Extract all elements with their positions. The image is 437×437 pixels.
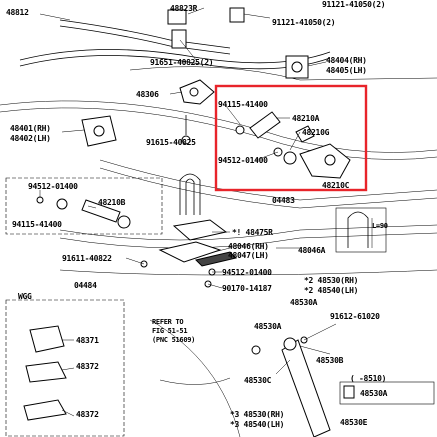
label-91651: 91651-40825(2)	[150, 58, 214, 67]
label-48047LH: 48047(LH)	[228, 251, 269, 260]
label-48530C: 48530C	[244, 376, 272, 385]
label-94512-box: 94512-01400	[218, 156, 268, 165]
label-refer-2: FIG 51-51	[152, 327, 188, 335]
label-48210C: 48210C	[322, 181, 350, 190]
label-48475R: *! 48475R	[232, 228, 273, 237]
label-91611: 91611-40822	[62, 254, 112, 263]
label-48046A: 48046A	[298, 246, 326, 255]
label-94115-left: 94115-41400	[12, 220, 62, 229]
label-91121-top: 91121-41050(2)	[322, 0, 386, 9]
label-48210B: 48210B	[98, 198, 126, 207]
label-48530A-top: 48530A	[290, 298, 318, 307]
label-48372-a: 48372	[76, 362, 99, 371]
label-48530E: 48530E	[340, 418, 368, 427]
label-94512-mid: 94512-01400	[222, 268, 272, 277]
label-length-90: L=90	[372, 222, 388, 230]
label-refer-1: REFER TO	[152, 318, 184, 326]
label-48404: 48404(RH)	[326, 56, 367, 65]
label-48530B: 48530B	[316, 356, 344, 365]
label-91121-mid: 91121-41050(2)	[272, 18, 336, 27]
label-04483: 04483	[272, 196, 295, 205]
label-48405: 48405(LH)	[326, 66, 367, 75]
label-48306: 48306	[136, 90, 159, 99]
label-48530A-mid: 48530A	[254, 322, 282, 331]
label-94512-left: 94512-01400	[28, 182, 78, 191]
label-wgg: WGG	[18, 292, 32, 301]
label-04484: 04484	[74, 281, 97, 290]
label-48540LH-x2: *2 48540(LH)	[304, 286, 359, 295]
label-48530A-box: 48530A	[360, 389, 388, 398]
label-90170: 90170-14187	[222, 284, 272, 293]
label-48823R: 48823R	[170, 4, 198, 13]
label-48046RH: 48046(RH)	[228, 242, 269, 251]
label-91615: 91615-40825	[146, 138, 196, 147]
label-48371: 48371	[76, 336, 99, 345]
label-48210A: 48210A	[292, 114, 320, 123]
label-94115-box: 94115-41400	[218, 100, 268, 109]
label-48401: 48401(RH)	[10, 124, 51, 133]
label-48210G: 48210G	[302, 128, 330, 137]
label-8510: ( -8510)	[350, 374, 387, 383]
label-48530RH-x2: *2 48530(RH)	[304, 276, 359, 285]
label-48540LH-x3: *3 48540(LH)	[230, 420, 285, 429]
label-48372-b: 48372	[76, 410, 99, 419]
label-refer-3: (PNC 51609)	[152, 336, 196, 344]
label-48530RH-x3: *3 48530(RH)	[230, 410, 285, 419]
label-48812: 48812	[6, 8, 29, 17]
label-48402: 48402(LH)	[10, 134, 51, 143]
label-91612: 91612-61020	[330, 312, 380, 321]
